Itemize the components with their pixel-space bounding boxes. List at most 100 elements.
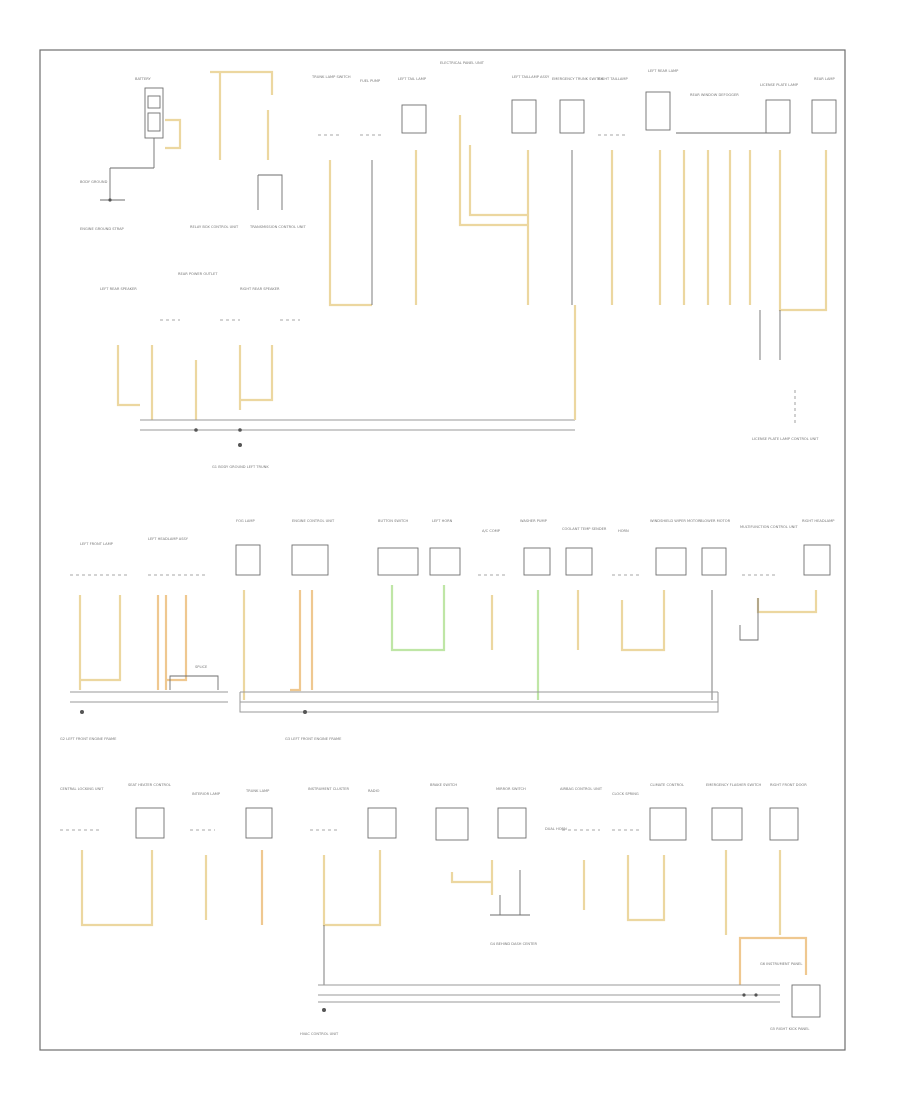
ground-symbol (322, 1008, 326, 1012)
right-headlamp: RIGHT HEADLAMP (802, 519, 835, 576)
svg-text:BUTTON SWITCH: BUTTON SWITCH (378, 519, 408, 523)
button-switch: BUTTON SWITCH (377, 519, 419, 576)
ground-bus-g5 (318, 984, 780, 1003)
central-locking-wire (80, 850, 154, 927)
central-locking: CENTRAL LOCKING UNIT (60, 787, 104, 831)
multifunction-splice (739, 598, 759, 641)
license-cu-label: LICENSE PLATE LAMP CONTROL UNIT (752, 437, 819, 441)
washer-pump: WASHER PUMP (520, 519, 551, 576)
svg-text:EMERGENCY TRUNK SWITCH: EMERGENCY TRUNK SWITCH (552, 77, 604, 81)
svg-text:INTERIOR LAMP: INTERIOR LAMP (192, 792, 221, 796)
junction-node (754, 993, 758, 997)
svg-text:LICENSE PLATE LAMP: LICENSE PLATE LAMP (760, 83, 799, 87)
ground-bus-g2 (70, 691, 228, 703)
junction-node (194, 428, 198, 432)
junction-node (742, 993, 746, 997)
left-tail-lamp: LEFT TAIL LAMP (398, 77, 427, 134)
right-rear-speaker-label: RIGHT REAR SPEAKER (240, 287, 280, 291)
ground-symbol (80, 710, 84, 714)
a-c-comp: A/C COMP (478, 529, 505, 576)
svg-text:A/C COMP: A/C COMP (482, 529, 501, 533)
clock-spring: CLOCK SPRING (612, 792, 640, 831)
coolant-temp: COOLANT TEMP SENDER (562, 527, 607, 576)
svg-text:COOLANT TEMP SENDER: COOLANT TEMP SENDER (562, 527, 607, 531)
cross-wires (458, 115, 528, 227)
left-taillamp-assy: LEFT TAILLAMP ASSY (511, 75, 550, 134)
left-horn: LEFT HORN (429, 519, 461, 576)
svg-text:TRUNK LAMP SWITCH: TRUNK LAMP SWITCH (311, 75, 351, 79)
svg-text:LEFT TAIL LAMP: LEFT TAIL LAMP (398, 77, 427, 81)
svg-text:SEAT HEATER CONTROL: SEAT HEATER CONTROL (128, 783, 171, 787)
ground-strap-label: ENGINE GROUND STRAP (80, 227, 125, 231)
top-relay-wire (210, 70, 274, 95)
trunk-switch-wire (328, 160, 372, 307)
svg-text:WINDSHIELD WIPER MOTOR: WINDSHIELD WIPER MOTOR (650, 519, 701, 523)
svg-text:AIRBAG CONTROL UNIT: AIRBAG CONTROL UNIT (560, 787, 603, 791)
brake-ground-wire (490, 870, 530, 916)
ground-g3-label: G3 LEFT FRONT ENGINE FRAME (285, 737, 342, 741)
ground-bus-g1 (140, 419, 575, 431)
cluster: INSTRUMENT CLUSTER (308, 787, 349, 831)
multifunction-wire (756, 590, 818, 614)
radio: RADIO (367, 789, 397, 839)
ground-bus-g3 (239, 691, 719, 713)
horn-wire (620, 590, 666, 652)
flasher-wires (724, 850, 782, 935)
mirror-switch: MIRROR SWITCH (496, 787, 527, 839)
transmission-connector (257, 174, 283, 210)
left-rear-speaker-label: LEFT REAR SPEAKER (100, 287, 137, 291)
windshield-wiper: WINDSHIELD WIPER MOTOR (650, 519, 701, 576)
speaker-wires (116, 345, 274, 420)
brake-switch: BRAKE SWITCH (430, 783, 469, 841)
relay-box-label: RELAY BOX CONTROL UNIT (190, 225, 239, 229)
svg-text:RIGHT HEADLAMP: RIGHT HEADLAMP (802, 519, 835, 523)
svg-text:BATTERY: BATTERY (135, 77, 152, 81)
right-taillamp: RIGHT TAILLAMP (598, 77, 628, 136)
svg-text:LEFT HEADLAMP ASSY: LEFT HEADLAMP ASSY (148, 537, 189, 541)
svg-text:INSTRUMENT CLUSTER: INSTRUMENT CLUSTER (308, 787, 349, 791)
svg-text:TRUNK LAMP: TRUNK LAMP (245, 789, 270, 793)
right-front-door: RIGHT FRONT DOOR (769, 783, 807, 841)
fuel-pump: FUEL PUMP (360, 79, 382, 136)
brake-switch-wire (450, 860, 494, 895)
button-switch-wire-green (390, 585, 446, 652)
left-front-lamp: LEFT FRONT LAMP (70, 542, 128, 576)
body-ground-label: BODY GROUND (80, 180, 108, 184)
engine-cu-wires (290, 590, 314, 692)
svg-text:HORN: HORN (618, 529, 629, 533)
svg-text:CLOCK SPRING: CLOCK SPRING (612, 792, 639, 796)
left-front-wires (78, 595, 122, 690)
trunk-lamp: TRUNK LAMP (245, 789, 273, 839)
junction-node (108, 198, 112, 202)
multifunction: MULTIFUNCTION CONTROL UNIT (740, 525, 798, 576)
blower: BLOWER MOTOR (700, 519, 731, 576)
svg-text:MULTIFUNCTION CONTROL UNIT: MULTIFUNCTION CONTROL UNIT (740, 525, 798, 529)
seat-heater: SEAT HEATER CONTROL (128, 783, 171, 839)
interior-lamp: INTERIOR LAMP (190, 792, 221, 831)
license-cu-wires (759, 310, 781, 360)
ground-symbol (238, 443, 242, 447)
svg-text:G5 RIGHT KICK PANEL: G5 RIGHT KICK PANEL (770, 1027, 809, 1031)
diagram-border (39, 49, 846, 1051)
ground-g4-label: G4 BEHIND DASH CENTER (490, 942, 538, 946)
svg-text:EMERGENCY FLASHER SWITCH: EMERGENCY FLASHER SWITCH (706, 783, 762, 787)
splice-label: SPLICE (195, 665, 208, 669)
dual-horn-label: DUAL HORN (545, 827, 567, 831)
hvac-cu: G5 RIGHT KICK PANEL (770, 984, 821, 1031)
junction-node (238, 428, 242, 432)
climate-control: CLIMATE CONTROL (649, 783, 687, 841)
svg-text:CLIMATE CONTROL: CLIMATE CONTROL (650, 783, 684, 787)
rear-power-outlet-label: REAR POWER OUTLET (178, 272, 218, 276)
svg-text:CENTRAL LOCKING UNIT: CENTRAL LOCKING UNIT (60, 787, 104, 791)
ground-symbol (303, 710, 307, 714)
svg-text:REAR LAMP: REAR LAMP (814, 77, 836, 81)
svg-text:RIGHT TAILLAMP: RIGHT TAILLAMP (598, 77, 628, 81)
defogger-wires (658, 150, 752, 305)
svg-text:RIGHT FRONT DOOR: RIGHT FRONT DOOR (770, 783, 807, 787)
svg-text:MIRROR SWITCH: MIRROR SWITCH (496, 787, 526, 791)
top-center-label: ELECTRICAL PANEL UNIT (440, 61, 485, 65)
ground-splice (169, 675, 219, 690)
rear-lamp: REAR LAMP (811, 77, 837, 134)
fog-lamp: FOG LAMP (235, 519, 261, 576)
